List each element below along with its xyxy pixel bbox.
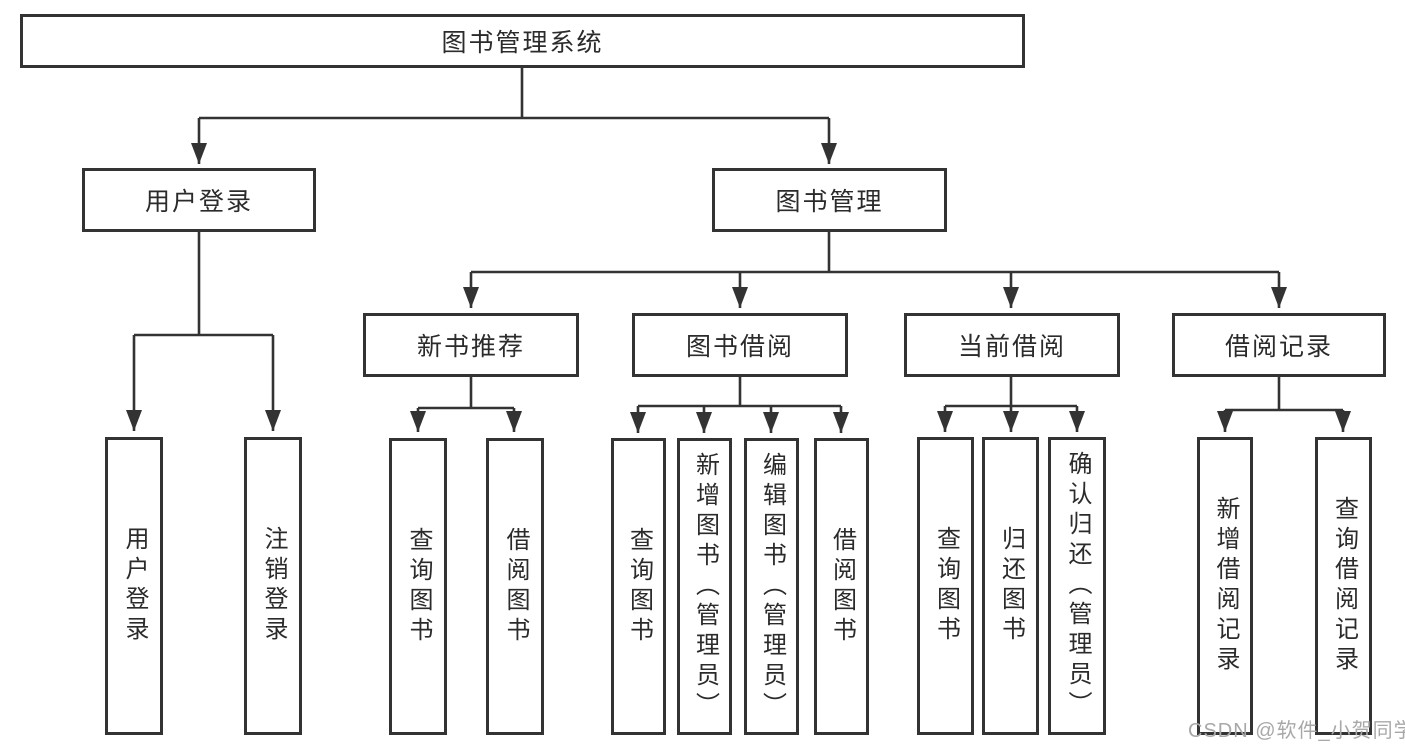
leaf-borrow-books: 借阅图书 (814, 438, 869, 735)
node-borrowing-records: 借阅记录 (1172, 313, 1386, 377)
leaf-query-books-recommend: 查询图书 (389, 438, 447, 735)
node-label: 新书推荐 (416, 333, 525, 361)
node-current-borrowing: 当前借阅 (904, 313, 1120, 377)
leaf-add-borrow-record: 新增借阅记录 (1197, 437, 1253, 735)
leaf-label: 新增图书（管理员） (691, 451, 719, 722)
leaf-user-login: 用户登录 (105, 437, 163, 735)
node-label: 图书管理系统 (441, 29, 604, 57)
leaf-query-books-borrow: 查询图书 (611, 438, 666, 735)
node-label: 用户登录 (144, 188, 253, 216)
node-label: 图书管理 (775, 188, 884, 216)
node-book-management: 图书管理 (712, 168, 947, 232)
node-label: 图书借阅 (685, 333, 794, 361)
leaf-label: 借阅图书 (828, 526, 856, 647)
leaf-label: 查询借阅记录 (1330, 496, 1358, 676)
leaf-label: 查询图书 (405, 526, 432, 647)
leaf-label: 归还图书 (997, 526, 1025, 646)
node-new-book-recommendation: 新书推荐 (363, 313, 579, 377)
node-library-management-system: 图书管理系统 (20, 14, 1025, 68)
leaf-query-borrow-record: 查询借阅记录 (1315, 437, 1372, 735)
leaf-query-books-current: 查询图书 (917, 437, 974, 735)
leaf-label: 查询图书 (625, 526, 653, 647)
leaf-borrow-books-recommend: 借阅图书 (486, 438, 544, 735)
node-label: 当前借阅 (957, 333, 1066, 361)
leaf-label: 借阅图书 (502, 526, 529, 647)
leaf-label: 确认归还（管理员） (1064, 451, 1091, 721)
node-user-login: 用户登录 (82, 168, 316, 232)
csdn-watermark: CSDN @软件_小贺同学 (1188, 720, 1405, 742)
leaf-label: 用户登录 (121, 526, 148, 646)
leaf-confirm-return-admin: 确认归还（管理员） (1048, 437, 1106, 735)
leaf-label: 编辑图书（管理员） (758, 451, 786, 722)
node-label: 借阅记录 (1224, 333, 1333, 361)
leaf-return-books: 归还图书 (982, 437, 1039, 735)
node-book-borrowing: 图书借阅 (632, 313, 848, 377)
leaf-edit-books-admin: 编辑图书（管理员） (744, 438, 799, 735)
leaf-add-books-admin: 新增图书（管理员） (677, 438, 732, 735)
leaf-label: 注销登录 (260, 526, 287, 646)
leaf-label: 新增借阅记录 (1212, 496, 1239, 676)
leaf-logout: 注销登录 (244, 437, 302, 735)
leaf-label: 查询图书 (932, 526, 960, 646)
